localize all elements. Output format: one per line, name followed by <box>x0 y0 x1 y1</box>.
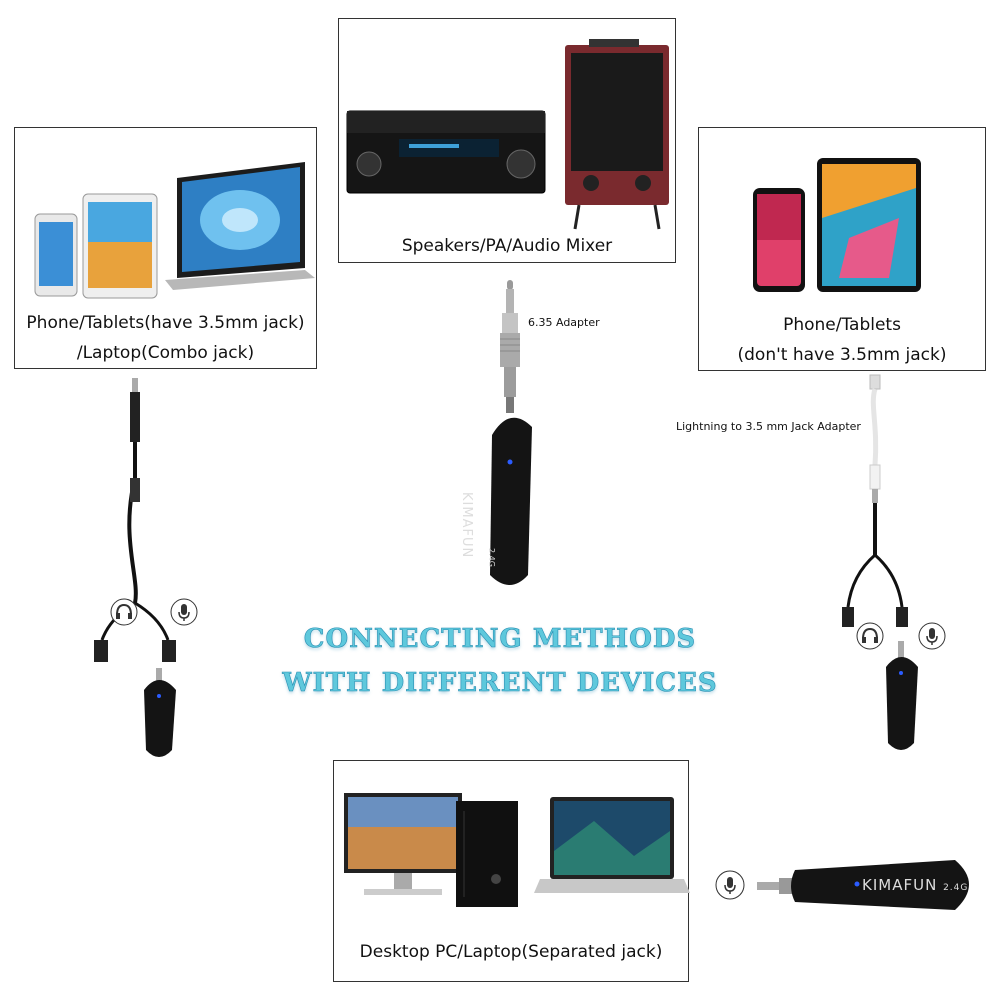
device-box-phones-laptop: Phone/Tablets(have 3.5mm jack) /Laptop(C… <box>14 127 317 369</box>
microphone-icon-left <box>170 598 198 626</box>
lightning-y-cable-right <box>842 374 918 750</box>
device-box-phones-no-jack: Phone/Tablets (don't have 3.5mm jack) <box>698 127 986 371</box>
microphone-icon-right <box>918 622 946 650</box>
device-box-desktop-laptop: Desktop PC/Laptop(Separated jack) <box>333 760 690 982</box>
device-badge-center: 2.4G <box>487 548 496 567</box>
badge-text: 2.4G <box>487 548 496 567</box>
lightning-adapter-label: Lightning to 3.5 mm Jack Adapter <box>676 420 861 433</box>
adapter-635-with-transmitter <box>490 280 532 585</box>
title-line1: CONNECTING METHODS <box>303 624 697 655</box>
y-splitter-cable-left <box>94 378 176 757</box>
phones-laptop-image <box>34 162 315 299</box>
box-caption-line1: Phone/Tablets <box>783 315 901 335</box>
headphone-icon-right <box>856 622 884 650</box>
device-brand-center: KIMAFUN <box>459 492 474 558</box>
box-caption-line1: Phone/Tablets(have 3.5mm jack) <box>26 313 305 333</box>
device-brand-bottom: KIMAFUN 2.4G <box>862 876 968 894</box>
brand-text: KIMAFUN <box>459 492 474 559</box>
box-caption-line2: /Laptop(Combo jack) <box>76 343 255 363</box>
desktop-laptop-image <box>344 793 690 907</box>
iphone-ipad-image <box>753 158 921 292</box>
receiver-speaker-image <box>346 39 669 230</box>
badge-text: 2.4G <box>943 883 969 893</box>
device-box-speakers: Speakers/PA/Audio Mixer <box>338 18 676 263</box>
headphone-icon-left <box>110 598 138 626</box>
transmitter-horizontal <box>757 860 969 910</box>
brand-text: KIMAFUN <box>862 876 938 894</box>
box-caption-line2: (don't have 3.5mm jack) <box>737 345 947 365</box>
adapter-635-label: 6.35 Adapter <box>528 316 600 329</box>
microphone-icon-bottom <box>715 870 745 900</box>
box-caption-line1: Speakers/PA/Audio Mixer <box>401 236 613 256</box>
title-line2: WITH DIFFERENT DEVICES <box>282 668 718 699</box>
box-caption-line1: Desktop PC/Laptop(Separated jack) <box>359 942 663 962</box>
